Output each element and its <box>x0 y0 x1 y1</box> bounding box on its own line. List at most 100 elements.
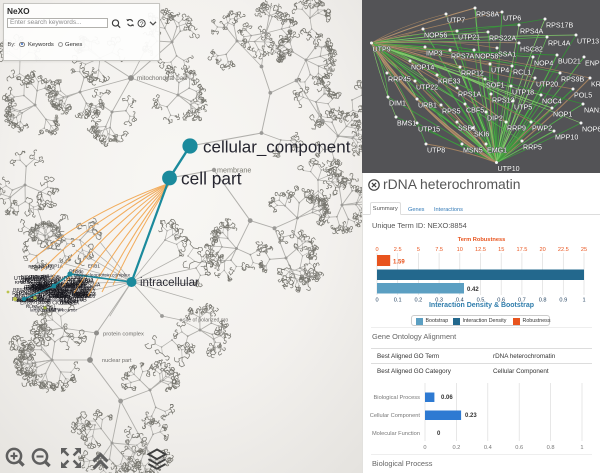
svg-text:NOP4: NOP4 <box>534 59 553 67</box>
svg-text:UTP10: UTP10 <box>498 165 520 173</box>
svg-text:cytosolic ribosome: cytosolic ribosome <box>28 298 66 303</box>
svg-text:RRP12: RRP12 <box>461 69 484 77</box>
svg-text:RPS8A: RPS8A <box>476 10 500 18</box>
svg-text:ARX1: ARX1 <box>82 278 94 283</box>
svg-text:RPF2: RPF2 <box>40 296 52 301</box>
svg-text:RPL5: RPL5 <box>44 282 57 288</box>
svg-text:RPL5: RPL5 <box>54 292 68 298</box>
svg-text:UTP18: UTP18 <box>512 88 534 96</box>
svg-text:UTP15: UTP15 <box>418 125 440 133</box>
svg-text:0.3: 0.3 <box>435 298 443 304</box>
svg-text:5: 5 <box>417 247 420 253</box>
svg-text:RPL3: RPL3 <box>53 286 67 292</box>
svg-text:25: 25 <box>581 247 587 253</box>
svg-text:10: 10 <box>457 247 463 253</box>
svg-text:UTP22: UTP22 <box>416 83 438 91</box>
svg-text:RPL5: RPL5 <box>69 279 81 284</box>
svg-text:0.7: 0.7 <box>518 298 526 304</box>
svg-text:UTP15: UTP15 <box>418 125 440 133</box>
svg-text:SKI6: SKI6 <box>474 130 489 138</box>
svg-text:ribosomal subunit: ribosomal subunit <box>58 285 96 291</box>
svg-text:RPS7A: RPS7A <box>451 52 475 60</box>
svg-text:RPS17B: RPS17B <box>546 21 573 29</box>
svg-text:SSF1: SSF1 <box>32 294 44 299</box>
svg-text:NOP12: NOP12 <box>69 285 86 291</box>
svg-text:KRR1: KRR1 <box>591 80 600 88</box>
svg-text:RRP9: RRP9 <box>507 124 526 132</box>
svg-text:UTP30: UTP30 <box>70 282 85 288</box>
svg-text:RPF2: RPF2 <box>72 292 85 298</box>
svg-text:JIP5: JIP5 <box>20 278 30 284</box>
svg-text:NOP6: NOP6 <box>582 125 600 133</box>
svg-text:0: 0 <box>423 445 426 451</box>
svg-text:intracellular: intracellular <box>140 277 199 289</box>
svg-text:DRS1: DRS1 <box>48 279 61 284</box>
svg-text:NMD3: NMD3 <box>43 289 59 295</box>
svg-text:SKI6: SKI6 <box>474 130 489 138</box>
svg-text:NOG2: NOG2 <box>15 298 28 303</box>
svg-text:large subunit precursor: large subunit precursor <box>30 308 77 313</box>
svg-text:RPL20A: RPL20A <box>74 293 93 299</box>
svg-text:RPS24A: RPS24A <box>15 280 32 285</box>
svg-text:RLP24: RLP24 <box>49 307 63 312</box>
svg-text:CBF5: CBF5 <box>466 106 484 114</box>
svg-text:REI1: REI1 <box>59 298 73 304</box>
svg-text:0.8: 0.8 <box>547 445 555 451</box>
svg-text:HSC82: HSC82 <box>520 45 543 53</box>
svg-text:MAK16: MAK16 <box>78 294 95 300</box>
svg-text:NOP53: NOP53 <box>44 294 59 299</box>
svg-text:SOF1: SOF1 <box>486 81 505 89</box>
svg-text:ARX1: ARX1 <box>67 284 81 290</box>
svg-text:CIC1: CIC1 <box>60 294 71 300</box>
svg-text:NOP15: NOP15 <box>32 277 48 283</box>
svg-text:DRS1: DRS1 <box>33 285 47 291</box>
svg-text:MPP10: MPP10 <box>555 133 578 141</box>
svg-text:NSA2: NSA2 <box>65 286 79 292</box>
svg-text:ERB1: ERB1 <box>20 300 33 305</box>
svg-text:RLP24: RLP24 <box>12 291 28 297</box>
svg-text:RPP0: RPP0 <box>38 283 52 289</box>
svg-text:RPF2: RPF2 <box>44 280 57 286</box>
svg-text:ARX1: ARX1 <box>67 289 79 294</box>
svg-text:DRS1: DRS1 <box>62 285 75 291</box>
svg-text:SSA1: SSA1 <box>498 50 516 58</box>
svg-text:KRE33: KRE33 <box>438 77 461 85</box>
svg-text:NSA2: NSA2 <box>58 293 71 299</box>
svg-text:RPS7A: RPS7A <box>451 52 475 60</box>
svg-text:RPP0: RPP0 <box>54 287 68 293</box>
svg-text:0.9: 0.9 <box>559 298 567 304</box>
svg-text:NOG1: NOG1 <box>23 277 36 282</box>
svg-text:NOP53: NOP53 <box>63 299 79 304</box>
svg-text:MAK5: MAK5 <box>56 295 73 301</box>
svg-text:NMD3: NMD3 <box>68 297 83 303</box>
svg-text:NSA2: NSA2 <box>43 273 55 278</box>
svg-text:ERB1: ERB1 <box>63 301 75 306</box>
svg-text:UTP13: UTP13 <box>577 37 599 45</box>
svg-text:UTP13: UTP13 <box>577 37 599 45</box>
svg-text:RLP7: RLP7 <box>26 304 38 309</box>
svg-text:NOG1: NOG1 <box>31 274 44 279</box>
svg-text:NOP12: NOP12 <box>77 278 94 284</box>
svg-text:DIP2: DIP2 <box>487 114 503 122</box>
svg-text:0: 0 <box>375 247 378 253</box>
svg-text:MAK16: MAK16 <box>52 295 69 301</box>
svg-text:RRS1: RRS1 <box>31 285 45 291</box>
svg-text:REI1: REI1 <box>46 286 59 292</box>
svg-text:NOP53: NOP53 <box>45 278 61 283</box>
svg-text:UTP9: UTP9 <box>373 45 391 53</box>
svg-text:RPS1A: RPS1A <box>458 90 482 98</box>
svg-text:UTP20: UTP20 <box>536 80 558 88</box>
svg-text:RPL11B: RPL11B <box>72 294 90 300</box>
svg-text:BRX1: BRX1 <box>60 300 73 306</box>
svg-text:RPL11B: RPL11B <box>32 298 51 304</box>
svg-text:RPS8A: RPS8A <box>476 10 500 18</box>
svg-text:RPS22A: RPS22A <box>489 34 516 42</box>
svg-text:SPB4: SPB4 <box>33 288 47 294</box>
svg-text:DIM1: DIM1 <box>389 99 406 107</box>
svg-text:0.8: 0.8 <box>539 298 547 304</box>
svg-text:RRS1: RRS1 <box>24 286 38 292</box>
svg-text:CBF5: CBF5 <box>466 106 484 114</box>
svg-text:ribonucleoprotein complex: ribonucleoprotein complex <box>74 273 131 279</box>
svg-text:SPB4: SPB4 <box>30 294 42 299</box>
svg-text:RPL5: RPL5 <box>81 284 93 290</box>
